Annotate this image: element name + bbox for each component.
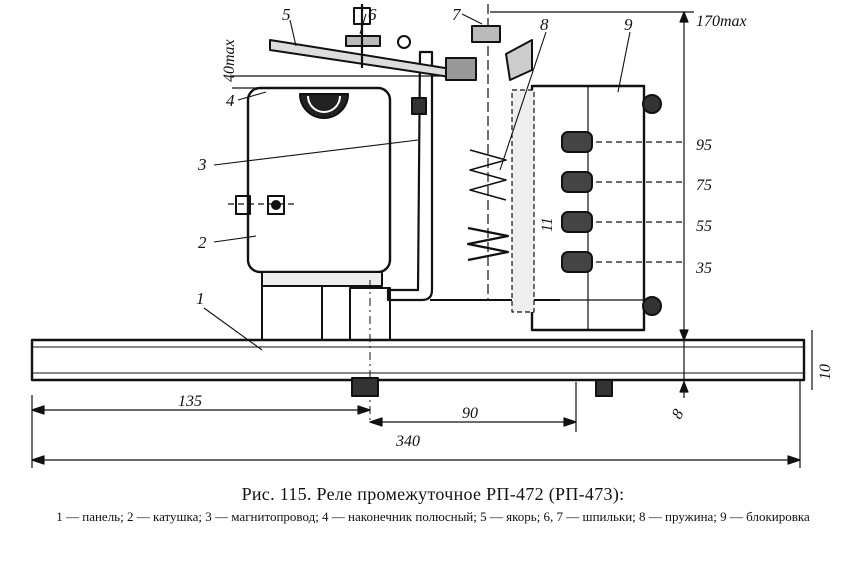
callout-6: 6 — [368, 5, 377, 24]
callout-1: 1 — [196, 289, 205, 308]
stud-7-and-spring — [430, 4, 560, 301]
dim-len-135: 135 — [178, 393, 202, 410]
dim-terminal-55: 55 — [696, 218, 712, 235]
callout-4: 4 — [226, 91, 235, 110]
coil — [228, 86, 392, 274]
figure-caption: Рис. 115. Реле промежуточное РП-472 (РП-… — [0, 484, 866, 524]
stud-6 — [345, 4, 411, 68]
horizontal-dimensions — [31, 405, 801, 465]
callout-5: 5 — [282, 5, 291, 24]
core-base — [261, 271, 391, 420]
dim-terminal-95: 95 — [696, 137, 712, 154]
blocking-unit — [511, 84, 686, 397]
armature — [232, 39, 471, 89]
dim-armature-gap: 40max — [221, 39, 238, 82]
dim-panel-thickness: 10 — [817, 364, 834, 380]
dim-base-offset: 8 — [669, 407, 688, 422]
dim-len-90: 90 — [462, 405, 478, 422]
panel — [30, 338, 806, 382]
magnetic-conductor — [386, 50, 434, 302]
dim-overall-height: 170max — [696, 13, 747, 30]
callout-7: 7 — [452, 5, 462, 24]
relay-technical-drawing: 1 2 3 4 5 6 7 8 9 170max 40max 95 75 55 … — [30, 4, 834, 468]
callout-9: 9 — [624, 15, 633, 34]
dim-len-340: 340 — [395, 433, 420, 450]
dim-terminal-75: 75 — [696, 177, 712, 194]
callout-8: 8 — [540, 15, 549, 34]
dim-small-mark: 11 — [539, 217, 556, 232]
caption-title: Рис. 115. Реле промежуточное РП-472 (РП-… — [241, 484, 625, 504]
callout-3: 3 — [197, 155, 207, 174]
dim-terminal-35: 35 — [695, 260, 712, 277]
callout-2: 2 — [198, 233, 207, 252]
height-dimension-line — [31, 11, 813, 468]
callout-leaders — [203, 13, 631, 351]
caption-legend: 1 — панель; 2 — катушка; 3 — магнитопров… — [56, 509, 810, 524]
